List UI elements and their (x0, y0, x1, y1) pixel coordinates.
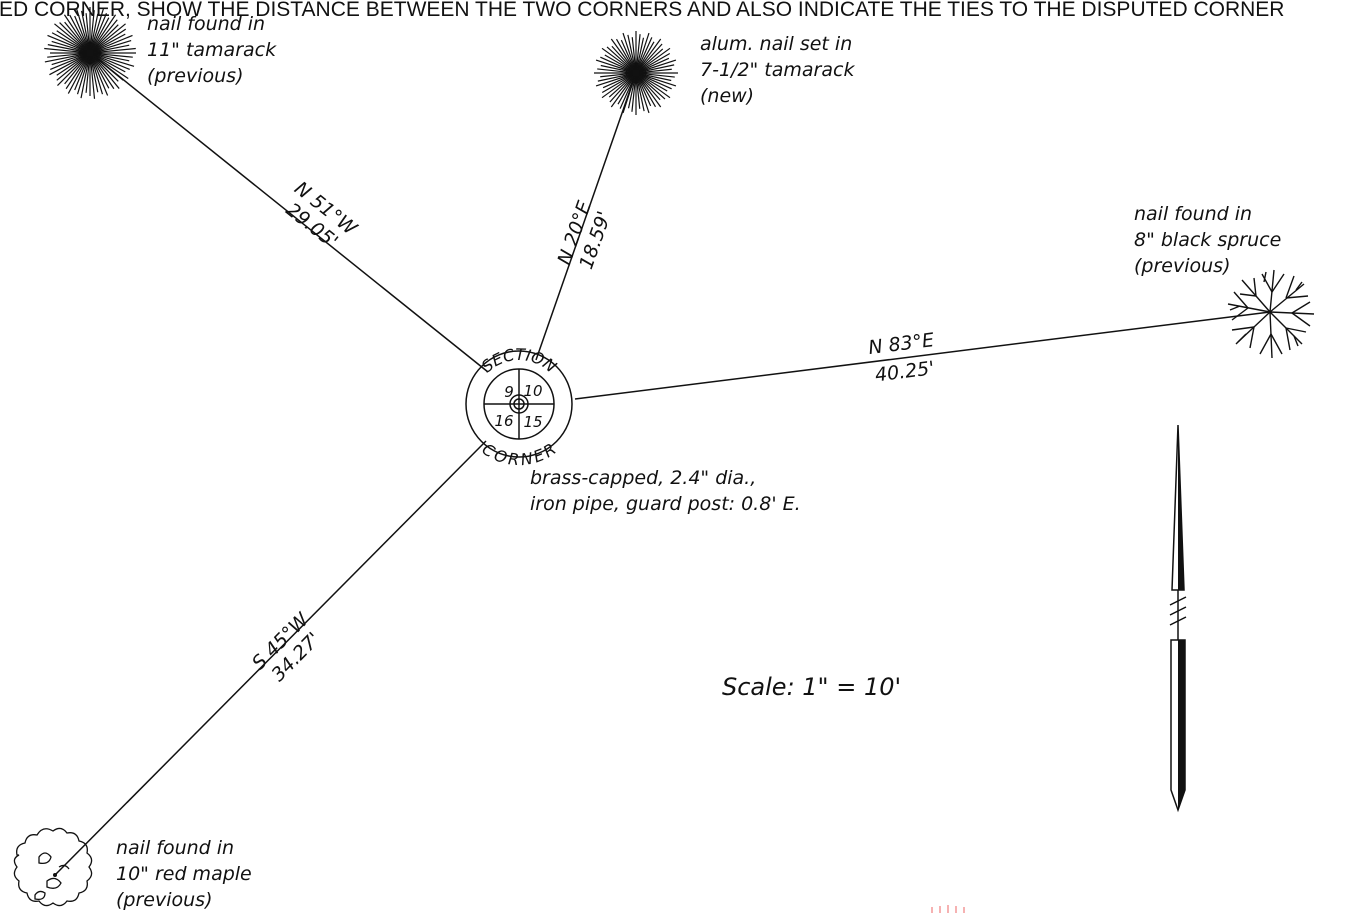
corner-bottom-label: CORNER (479, 439, 560, 469)
red-mark (931, 905, 965, 913)
section-number-nw: 9 (504, 383, 514, 401)
tree-label-nw-line3: (previous) (147, 65, 243, 87)
tree-label-ne-line3: (new) (700, 85, 754, 107)
north-arrow-icon (1169, 424, 1187, 813)
red-maple-tree-icon (13, 827, 93, 907)
scale-label: Scale: 1" = 10' (722, 673, 901, 701)
tree-label-e-line3: (previous) (1134, 255, 1230, 277)
black-spruce-tree-icon (1227, 269, 1315, 359)
tree-label-sw-line2: 10" red maple (116, 863, 252, 885)
tie-line-nw (89, 52, 489, 373)
tree-label-e-line1: nail found in (1134, 203, 1252, 225)
tree-label-nw-line2: 11" tamarack (147, 39, 277, 61)
tree-label-ne-line1: alum. nail set in (700, 33, 852, 55)
corner-note-line1: brass-capped, 2.4" dia., (530, 467, 756, 489)
section-number-se: 15 (523, 413, 542, 431)
tree-label-sw-line3: (previous) (116, 889, 212, 911)
section-number-ne: 10 (523, 382, 542, 400)
tamarack-tree-icon (44, 7, 136, 99)
corner-note-line2: iron pipe, guard post: 0.8' E. (530, 493, 801, 515)
header-text: ESTABLISHED CORNER, SHOW THE DISTANCE BE… (0, 0, 1284, 21)
tree-label-nw-line1: nail found in (147, 13, 265, 35)
tree-label-e-line2: 8" black spruce (1134, 229, 1281, 251)
tree-label-sw-line1: nail found in (116, 837, 234, 859)
tie-line-sw (54, 440, 487, 876)
tree-label-ne-line2: 7-1/2" tamarack (700, 59, 855, 81)
section-corner-monument (465, 350, 573, 458)
tie-line-e (574, 311, 1271, 400)
tie-distance-e: 40.25' (874, 357, 936, 386)
section-number-sw: 16 (494, 412, 513, 430)
tie-line-ne (535, 72, 637, 361)
tamarack-tree-icon (594, 31, 678, 115)
